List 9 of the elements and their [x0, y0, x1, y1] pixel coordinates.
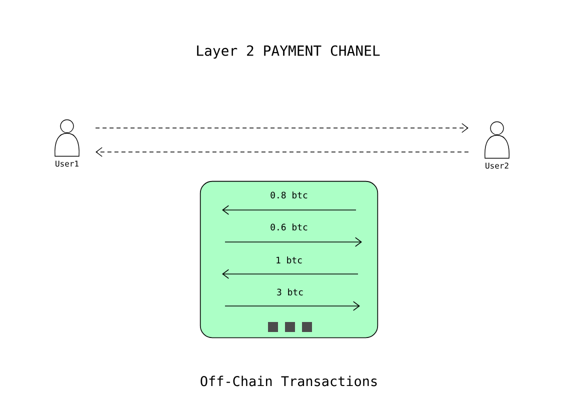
node-label: Off-Chain Transactions: [200, 376, 377, 386]
dashed-arrow: [96, 147, 469, 157]
amount-label: 1 btc: [276, 256, 302, 264]
title: Layer 2 PAYMENT CHANEL: [197, 45, 380, 59]
amount-label: 3 btc: [277, 288, 303, 296]
amount-label: 0.8 btc: [270, 192, 308, 198]
amount-label: 0.6 btc: [270, 224, 308, 230]
dashed-arrow: [95, 123, 468, 133]
channel-box: [200, 180, 378, 338]
